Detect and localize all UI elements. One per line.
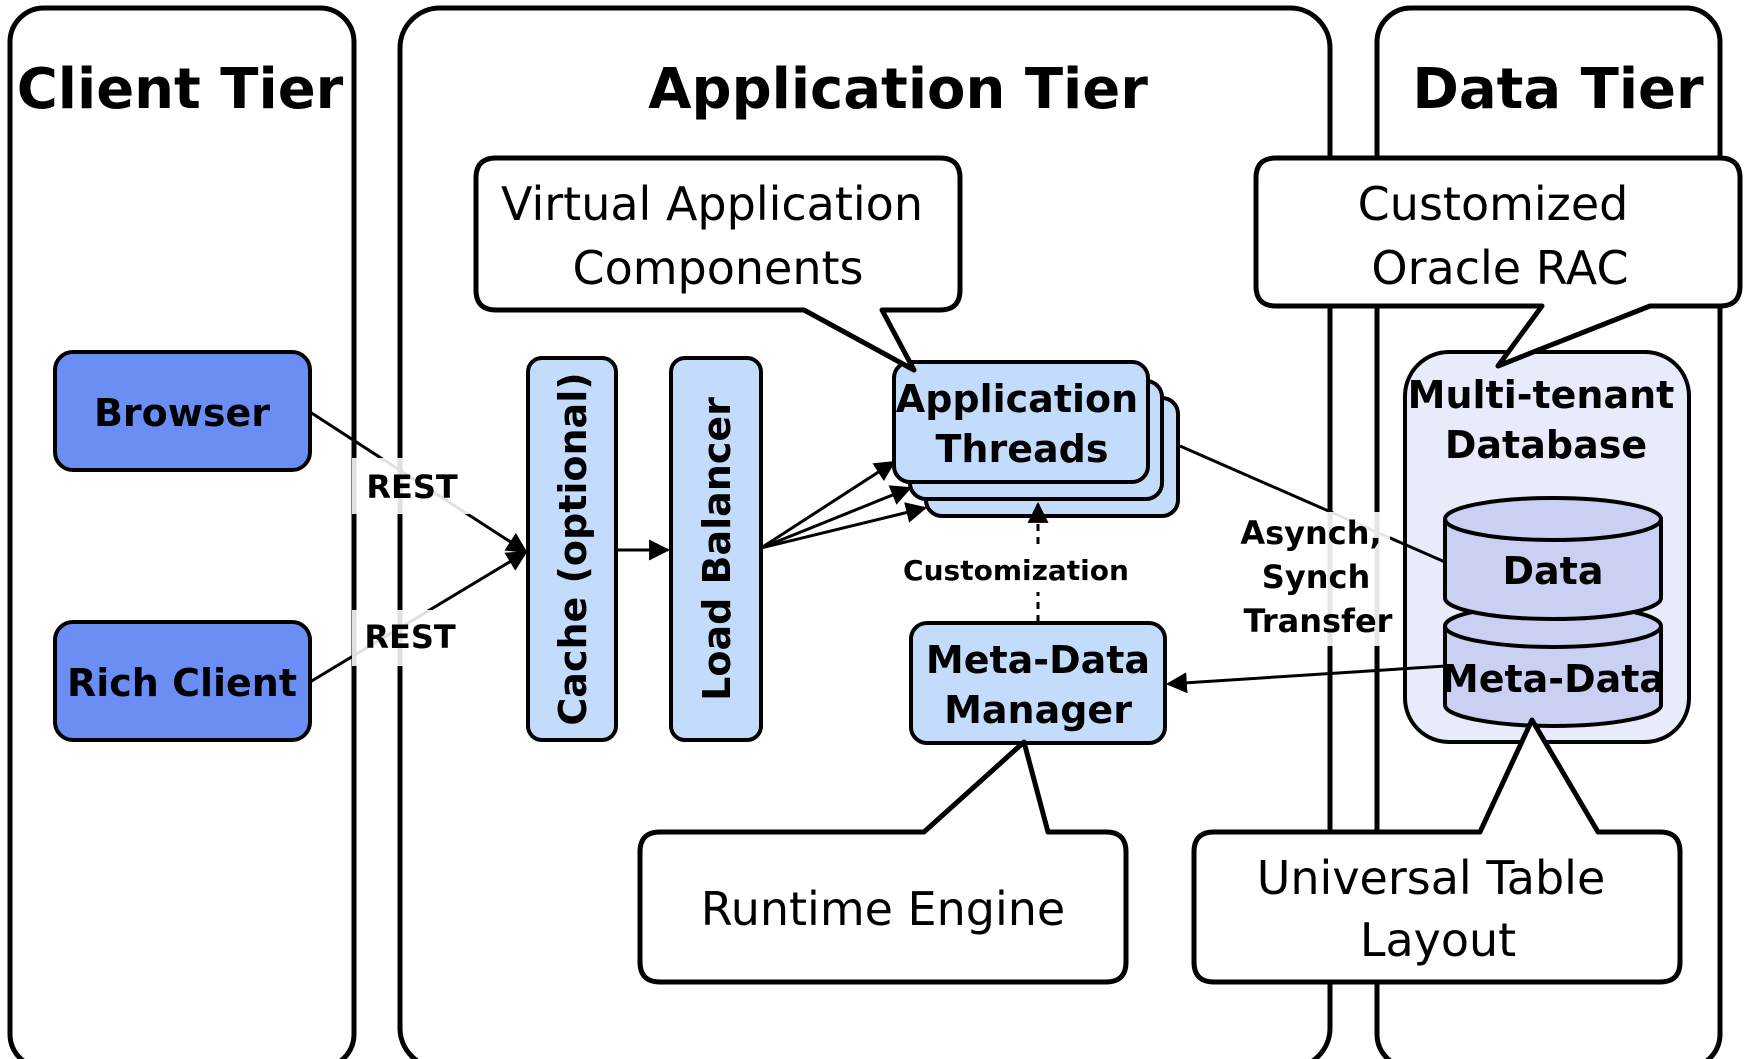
meta-data-cylinder xyxy=(1443,626,1663,728)
load-balancer-box xyxy=(669,356,763,742)
browser-box xyxy=(53,350,312,472)
rich-client-label: Rich Client xyxy=(67,661,297,705)
cache-label: Cache (optional) xyxy=(551,372,595,725)
virtual-app-line1: Virtual Application xyxy=(501,177,923,231)
customization-label: Customization xyxy=(903,554,1129,587)
threads-label-line2: Threads xyxy=(936,427,1109,471)
client-tier-panel xyxy=(7,5,357,1059)
meta-data-to-manager-edge xyxy=(1165,664,1447,694)
meta-manager-label-line2: Manager xyxy=(944,688,1132,732)
data-label: Data xyxy=(1503,549,1604,593)
runtime-engine-label: Runtime Engine xyxy=(701,882,1065,936)
data-tier-title: Data Tier xyxy=(1412,57,1704,122)
data-cylinder-top xyxy=(1443,496,1663,542)
lb-to-thread-3 xyxy=(760,502,928,550)
runtime-engine-callout xyxy=(637,739,1129,985)
meta-manager-label-line1: Meta-Data xyxy=(926,638,1150,682)
lb-to-thread-1 xyxy=(760,460,896,550)
meta-data-manager-box xyxy=(909,621,1167,745)
transfer-label-line1: Asynch, xyxy=(1240,514,1381,552)
rest-label-top: REST xyxy=(366,468,458,506)
data-cylinder xyxy=(1443,519,1663,621)
threads-label-line1: Application xyxy=(896,377,1138,421)
threads-to-data-edge xyxy=(1179,444,1446,564)
oracle-line2: Oracle RAC xyxy=(1371,241,1628,295)
application-threads-box xyxy=(892,360,1150,484)
lb-to-thread-2 xyxy=(760,485,912,550)
transfer-label-line3: Transfer xyxy=(1244,602,1393,640)
universal-line1: Universal Table xyxy=(1257,851,1606,905)
browser-label: Browser xyxy=(94,391,270,435)
application-tier-title: Application Tier xyxy=(648,57,1148,122)
virtual-app-callout xyxy=(473,155,963,373)
rest-label-bottom: REST xyxy=(364,618,456,656)
database-title-line1: Multi-tenant xyxy=(1408,373,1675,417)
database-title-line2: Database xyxy=(1445,423,1647,467)
virtual-app-line2: Components xyxy=(572,241,863,295)
oracle-line1: Customized xyxy=(1358,177,1629,231)
transfer-label-line2: Synch xyxy=(1262,558,1370,596)
universal-table-callout xyxy=(1191,717,1683,985)
meta-data-label: Meta-Data xyxy=(1441,657,1665,701)
client-tier-title: Client Tier xyxy=(17,57,344,122)
oracle-rac-callout xyxy=(1253,155,1743,369)
universal-line2: Layout xyxy=(1360,913,1516,967)
load-balancer-label: Load Balancer xyxy=(695,397,739,701)
